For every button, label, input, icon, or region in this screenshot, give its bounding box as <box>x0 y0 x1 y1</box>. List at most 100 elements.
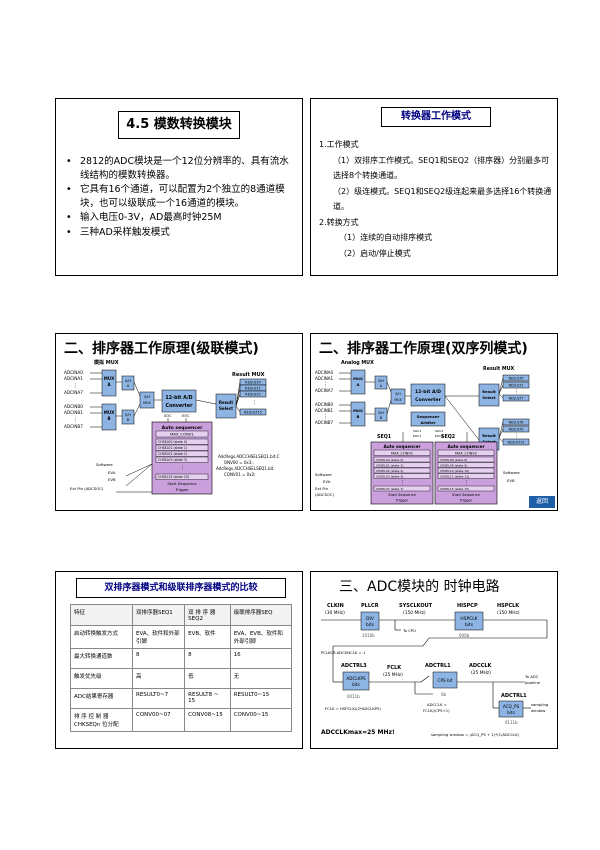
svg-text:CHSEL01 (state 1): CHSEL01 (state 1) <box>376 463 403 467</box>
result-register <box>502 381 530 389</box>
svg-text:B: B <box>107 416 110 421</box>
sample-hold-a-block <box>121 375 135 391</box>
mode-item: （1）连续的自动排序模式 <box>339 233 433 242</box>
hspclk-block <box>454 611 484 631</box>
svg-text:1010b: 1010b <box>362 633 375 638</box>
table-cell: 16 <box>229 648 293 669</box>
svg-text:sampling: sampling <box>531 702 549 707</box>
result-register-label: RESULT2 <box>245 393 261 397</box>
svg-text:Start Sequence: Start Sequence <box>388 493 416 497</box>
input-label: ADCINA0 <box>315 370 334 375</box>
svg-text:Result: Result <box>482 433 496 438</box>
svg-text:sampling window = (ACQ_PS + 1): sampling window = (ACQ_PS + 1)*(1/ADCCLK… <box>431 732 520 737</box>
svg-text:Trigger: Trigger <box>174 487 189 492</box>
table-cell: RESULT0~7 <box>131 688 186 709</box>
svg-text:12-bit A/D: 12-bit A/D <box>415 389 441 395</box>
svg-text:EVA: EVA <box>323 479 331 484</box>
svg-text:Analog MUX: Analog MUX <box>341 360 374 366</box>
table-cell: ADC结果寄存器 <box>70 688 133 709</box>
svg-text:B: B <box>380 416 383 420</box>
table-cell: 8 <box>131 648 186 669</box>
svg-text:A: A <box>357 382 360 387</box>
svg-text:ADCCLK =: ADCCLK = <box>427 702 447 707</box>
svg-text:CHSEL11 (state 11): CHSEL11 (state 11) <box>440 474 469 478</box>
svg-text:Trigger: Trigger <box>459 499 473 503</box>
svg-text:To CPU: To CPU <box>402 628 416 633</box>
bullet-list: 2812的ADC模块是一个12位分辨率的、具有流水线结构的模数转换器。 它具有1… <box>66 155 296 240</box>
result-register <box>502 374 530 382</box>
svg-text:A: A <box>107 382 111 387</box>
code-line: ONV00 = 0x3;. <box>224 460 254 465</box>
svg-text:pipeline: pipeline <box>525 680 541 685</box>
svg-text:Select: Select <box>219 406 233 411</box>
svg-text:RESULT0: RESULT0 <box>509 377 524 381</box>
svg-text:EVB: EVB <box>507 478 515 483</box>
result-register <box>502 425 530 433</box>
svg-text:⋮: ⋮ <box>464 480 469 486</box>
svg-text:⋮: ⋮ <box>323 414 328 420</box>
svg-text:S/H: S/H <box>378 411 384 415</box>
slide-dual-sequencer: 二、排序器工作原理(双序列模式) Analog MUX Result MUX A… <box>310 333 558 511</box>
svg-text:EVA: EVA <box>108 470 116 475</box>
svg-text:CHSEL09 (state 9): CHSEL09 (state 9) <box>440 463 467 467</box>
mode-item: （2）级连模式。SEQ1和SEQ2级连起来最多选择16个转换通道。 <box>333 186 552 212</box>
svg-text:CHSEL02 (state 2): CHSEL02 (state 2) <box>376 469 403 473</box>
chsel-entry: CHSEL02 (state 2) <box>158 452 187 456</box>
svg-text:window: window <box>531 708 545 713</box>
svg-text:CHSEL10 (state 10): CHSEL10 (state 10) <box>440 469 469 473</box>
svg-text:(150 MHz): (150 MHz) <box>403 610 426 616</box>
svg-text:B: B <box>357 414 360 419</box>
svg-text:⋮: ⋮ <box>514 433 519 439</box>
svg-text:S/H: S/H <box>125 379 131 383</box>
svg-text:000b: 000b <box>459 633 470 638</box>
svg-text:SOC1: SOC1 <box>413 429 421 433</box>
table-cell: CONV08~15 <box>184 708 231 732</box>
input-label: ADCINB1 <box>64 410 83 415</box>
svg-text:RESULT15: RESULT15 <box>508 441 525 445</box>
svg-text:ADCTRL1: ADCTRL1 <box>501 693 527 699</box>
slide-converter-modes: 转换器工作模式 1.工作模式 （1）双排序工作模式。SEQ1和SEQ2（排序器）… <box>310 98 558 276</box>
table-cell: 启动转换触发方式 <box>70 625 133 649</box>
table-cell: 低 <box>184 668 231 689</box>
slide-title: 双排序器模式和级联排序器模式的比较 <box>76 578 286 598</box>
svg-text:S/H: S/H <box>378 379 384 383</box>
svg-text:CHSEL08 (state 8): CHSEL08 (state 8) <box>440 458 467 462</box>
table-header-cell: 特征 <box>70 604 133 626</box>
result-register <box>239 390 267 398</box>
svg-text:S/H: S/H <box>125 413 131 417</box>
mux-b-block <box>101 403 117 431</box>
sample-hold-b-block <box>121 409 135 425</box>
result-register <box>502 394 530 402</box>
result-register <box>502 438 530 446</box>
sh-mux-block <box>139 391 155 409</box>
code-line: AdcRegs.ADCCHSELSEQ1.bit.C <box>218 454 280 459</box>
svg-text:Select: Select <box>482 439 495 444</box>
svg-text:SEQ2: SEQ2 <box>441 434 455 440</box>
back-button[interactable]: 返回 <box>529 496 555 508</box>
svg-text:SOC2: SOC2 <box>435 429 443 433</box>
sequencer-arbiter-block <box>410 411 446 427</box>
svg-text:S/H: S/H <box>395 392 401 396</box>
slide-adc-module-intro: 4.5 模数转换模块 2812的ADC模块是一个12位分辨率的、具有流水线结构的… <box>55 98 303 276</box>
clock-circuit-diagram: CLKIN (30 MHz) PLLCR SYSCLKOUT (150 MHz)… <box>321 603 549 737</box>
svg-text:Software: Software <box>96 462 113 467</box>
result-register-label: RESULT1 <box>245 387 261 391</box>
svg-text:PCLKCR.ADCENCLK = 1: PCLKCR.ADCENCLK = 1 <box>321 650 366 655</box>
table-cell: RESULT8 ~ 15 <box>184 688 231 709</box>
svg-text:CHSEL03 (state 3): CHSEL03 (state 3) <box>376 474 403 478</box>
svg-text:HSPCLK: HSPCLK <box>460 616 477 622</box>
ellipsis-label: ⋮ <box>73 383 78 389</box>
svg-text:PLLCR: PLLCR <box>361 603 379 609</box>
svg-text:RESULT1: RESULT1 <box>509 384 524 388</box>
input-label: ADCINA7 <box>64 390 83 395</box>
svg-text:EVB: EVB <box>108 477 116 482</box>
chsel-entry: CHSEL00 (state 0) <box>158 440 187 444</box>
table-cell: 触发优先级 <box>70 668 133 689</box>
table-cell: 排 序 控 制 器 CHKSEQn 位分配 <box>70 708 133 732</box>
mode-item: （2）启动/停止模式 <box>339 248 411 258</box>
slide-title: 转换器工作模式 <box>381 107 491 127</box>
svg-text:Sequencer: Sequencer <box>417 414 440 419</box>
svg-text:Result: Result <box>219 400 233 405</box>
